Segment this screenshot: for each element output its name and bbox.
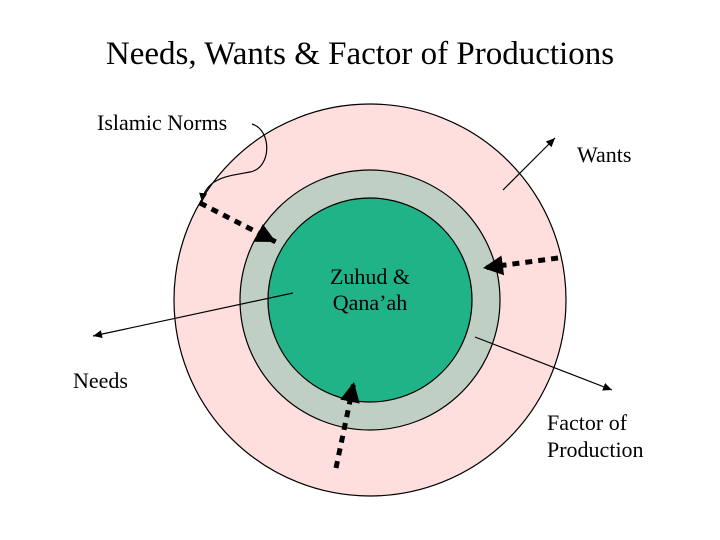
islamic-norms-label: Islamic Norms: [97, 110, 228, 135]
needs-label: Needs: [73, 368, 128, 393]
page-title: Needs, Wants & Factor of Productions: [105, 36, 615, 72]
core-label-line1: Zuhud &: [329, 264, 411, 289]
needs-arrow: [92, 292, 294, 339]
wants-arrow: [502, 137, 556, 191]
factor-label-line1: Factor of: [547, 410, 628, 435]
islamic-norms-connector: [199, 123, 268, 203]
dashed-arrow-bottom: [333, 381, 360, 469]
factor-label-line2: Production: [547, 437, 644, 462]
dashed-arrow-top-left: [198, 200, 278, 245]
factor-of-production-arrow: [474, 336, 613, 391]
core-circle: [267, 197, 473, 403]
wants-label: Wants: [577, 142, 632, 167]
core-label-line2: Qana’ah: [332, 290, 408, 315]
